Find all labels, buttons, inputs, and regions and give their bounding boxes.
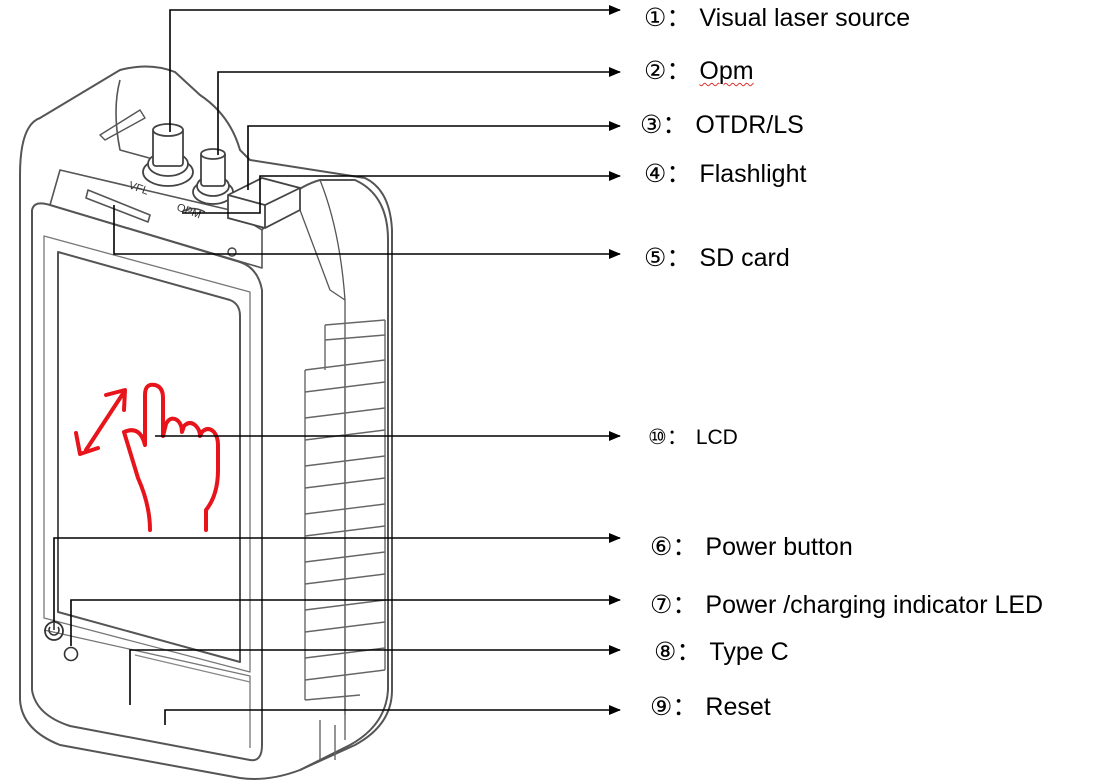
callout-number: ⑦： bbox=[650, 591, 698, 619]
opm-port[interactable] bbox=[192, 148, 234, 205]
callout-power-led: ⑦：Power /charging indicator LED bbox=[650, 593, 1043, 618]
callout-opm: ②：Opm bbox=[644, 59, 754, 84]
power-icon bbox=[48, 623, 60, 636]
callout-text: Type C bbox=[709, 638, 789, 666]
callout-text: Power button bbox=[705, 533, 853, 561]
callout-number: ②： bbox=[644, 57, 692, 85]
callout-number: ⑤： bbox=[644, 244, 692, 272]
touch-gesture-hand-icon bbox=[74, 382, 220, 532]
callout-visual-laser-source: ①：Visual laser source bbox=[644, 6, 910, 31]
callout-text: Power /charging indicator LED bbox=[705, 591, 1044, 619]
leader-flashlight bbox=[182, 171, 621, 214]
callout-text: Reset bbox=[705, 693, 771, 721]
leader-sd-card bbox=[113, 205, 621, 259]
callout-number: ③： bbox=[640, 111, 688, 139]
leader-visual-laser-source bbox=[169, 5, 621, 132]
side-grip-ridges bbox=[304, 319, 386, 760]
leader-otdr-ls bbox=[247, 121, 621, 190]
callout-text: SD card bbox=[699, 244, 790, 272]
callout-reset: ⑨：Reset bbox=[650, 695, 771, 720]
callout-flashlight: ④：Flashlight bbox=[644, 162, 806, 187]
vfl-label: VFL bbox=[127, 180, 150, 198]
leader-lines bbox=[53, 5, 621, 725]
power-led bbox=[63, 646, 79, 662]
callout-power-button: ⑥：Power button bbox=[650, 535, 853, 560]
leader-reset bbox=[164, 705, 621, 725]
callout-text: Visual laser source bbox=[699, 4, 911, 32]
callout-text: Opm bbox=[699, 57, 754, 85]
vfl-port[interactable] bbox=[142, 123, 194, 187]
callout-text: OTDR/LS bbox=[695, 111, 804, 139]
leader-type-c bbox=[129, 645, 621, 705]
lcd-screen bbox=[57, 251, 241, 663]
callout-number: ⑥： bbox=[650, 533, 698, 561]
callout-number: ⑧： bbox=[654, 638, 702, 666]
callout-number: ①： bbox=[644, 4, 692, 32]
callout-sd-card: ⑤：SD card bbox=[644, 246, 790, 271]
callout-number: ⑨： bbox=[650, 693, 698, 721]
otdr-ls-port[interactable] bbox=[227, 177, 301, 229]
callout-type-c: ⑧：Type C bbox=[654, 640, 789, 665]
leader-power-led bbox=[70, 595, 621, 646]
leader-power-button bbox=[53, 533, 621, 622]
sd-card-slot bbox=[85, 189, 151, 223]
callout-number: ④： bbox=[644, 160, 692, 188]
opm-label: OPM bbox=[175, 202, 203, 222]
top-slot bbox=[99, 109, 146, 141]
callout-otdr-ls: ③：OTDR/LS bbox=[640, 113, 804, 138]
callout-lcd: ⑩： LCD bbox=[648, 427, 738, 448]
callout-text: Flashlight bbox=[699, 160, 807, 188]
leader-opm bbox=[217, 67, 621, 155]
callout-text: LCD bbox=[695, 426, 738, 449]
flashlight-window bbox=[181, 207, 237, 257]
callout-number: ⑩： bbox=[648, 426, 688, 449]
